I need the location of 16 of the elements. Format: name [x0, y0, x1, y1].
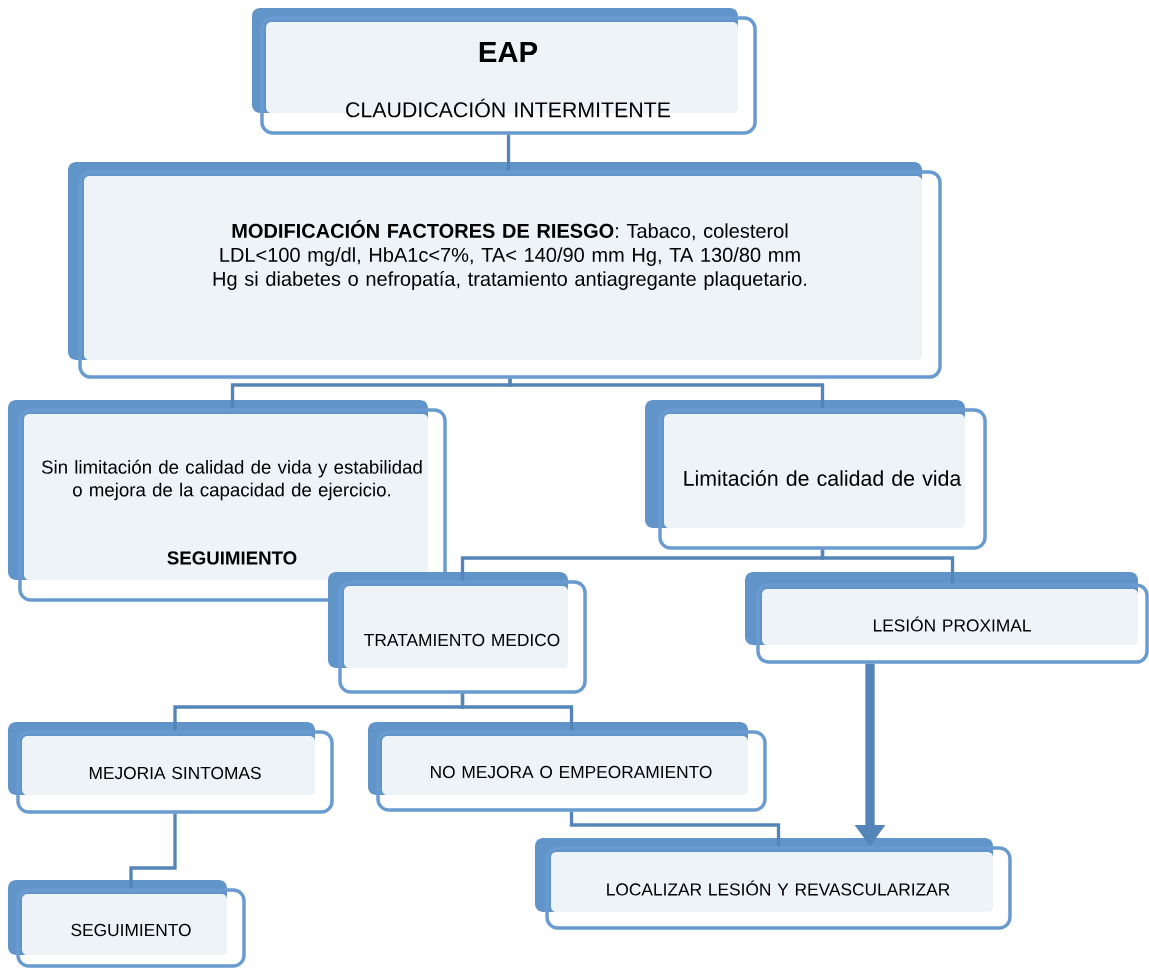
process-box: Sin limitación de calidad de vida y estabilidad o mejora de la capacidad de ejercicio. SEGUIMIENTO: [8, 400, 447, 602]
process-box: SEGUIMIENTO: [8, 880, 246, 968]
process-box: LESIÓN PROXIMAL: [745, 572, 1149, 664]
connector: [820, 549, 955, 584]
process-box: EAP CLAUDICACIÓN INTERMITENTE: [252, 8, 757, 135]
process-box: NO MEJORA O EMPEORAMIENTO: [368, 722, 767, 812]
process-box: MEJORIA SINTOMAS: [8, 722, 334, 814]
process-box: Limitación de calidad de vida: [645, 400, 987, 550]
process-box: MODIFICACIÓN FACTORES DE RIESGO: Tabaco, colesterol LDL<100 mg/dl, HbA1c<7%, TA< 140/90 mm Hg, TA 130/80 mm Hg si diabetes o nefropatía, tratamiento antiagregante plaquetario.: [68, 162, 942, 379]
process-box: LOCALIZAR LESIÓN Y REVASCULARIZAR: [535, 838, 1012, 930]
connector: [460, 693, 574, 731]
process-box: TRATAMIENTO MEDICO: [328, 572, 587, 694]
connector: [569, 811, 781, 847]
connector: [129, 813, 177, 889]
connector: [508, 378, 825, 409]
connector: [506, 134, 511, 171]
